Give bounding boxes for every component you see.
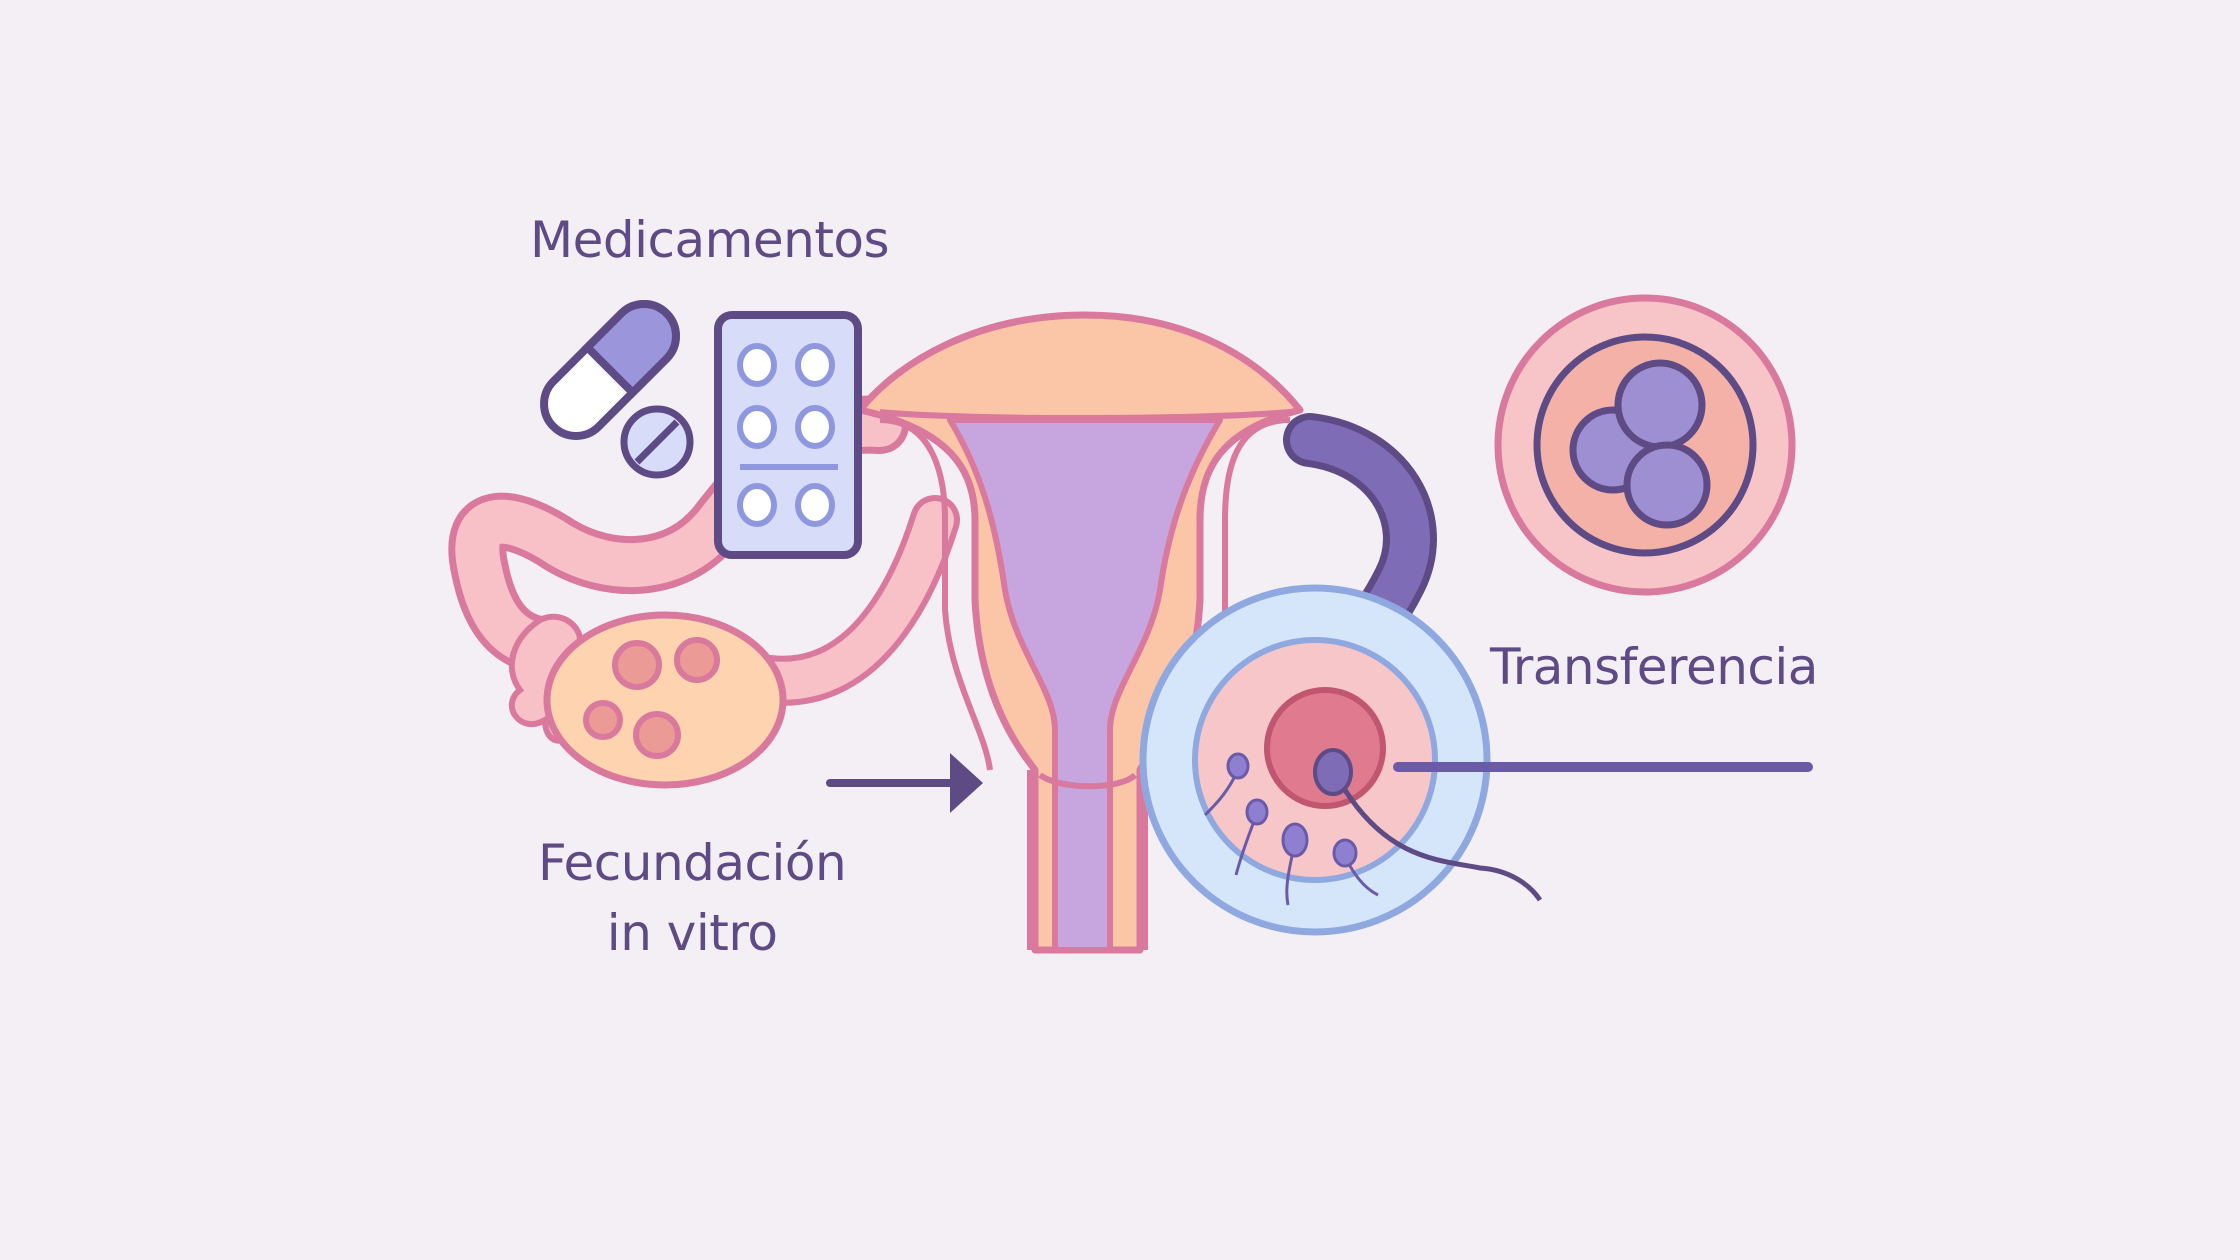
sperm-head [1313, 748, 1353, 796]
blister-pack-icon [714, 311, 862, 559]
embryo [1494, 294, 1796, 596]
follicle [583, 700, 623, 740]
follicle [674, 637, 720, 683]
capsule-icon [540, 300, 680, 440]
egg-nucleus [1264, 687, 1386, 809]
embryo-cell [1614, 359, 1706, 451]
follicle [612, 640, 662, 690]
ovary [543, 611, 787, 789]
label-ivf-line1: Fecundación [538, 834, 847, 892]
sperm-tail [1342, 788, 1543, 902]
small-sperm [1203, 752, 1379, 906]
uterine-cavity [947, 417, 1223, 953]
label-ivf: Fecundación in vitro [538, 828, 847, 968]
follicle [633, 711, 681, 759]
arrow-right-icon [826, 753, 983, 813]
embryo-cell [1623, 441, 1711, 529]
tablet-icon [620, 405, 694, 479]
label-medications: Medicamentos [530, 211, 890, 269]
label-ivf-line2: in vitro [606, 904, 778, 962]
label-transfer: Transferencia [1490, 638, 1818, 696]
egg-cell [1139, 584, 1813, 936]
uterus [856, 311, 1304, 954]
